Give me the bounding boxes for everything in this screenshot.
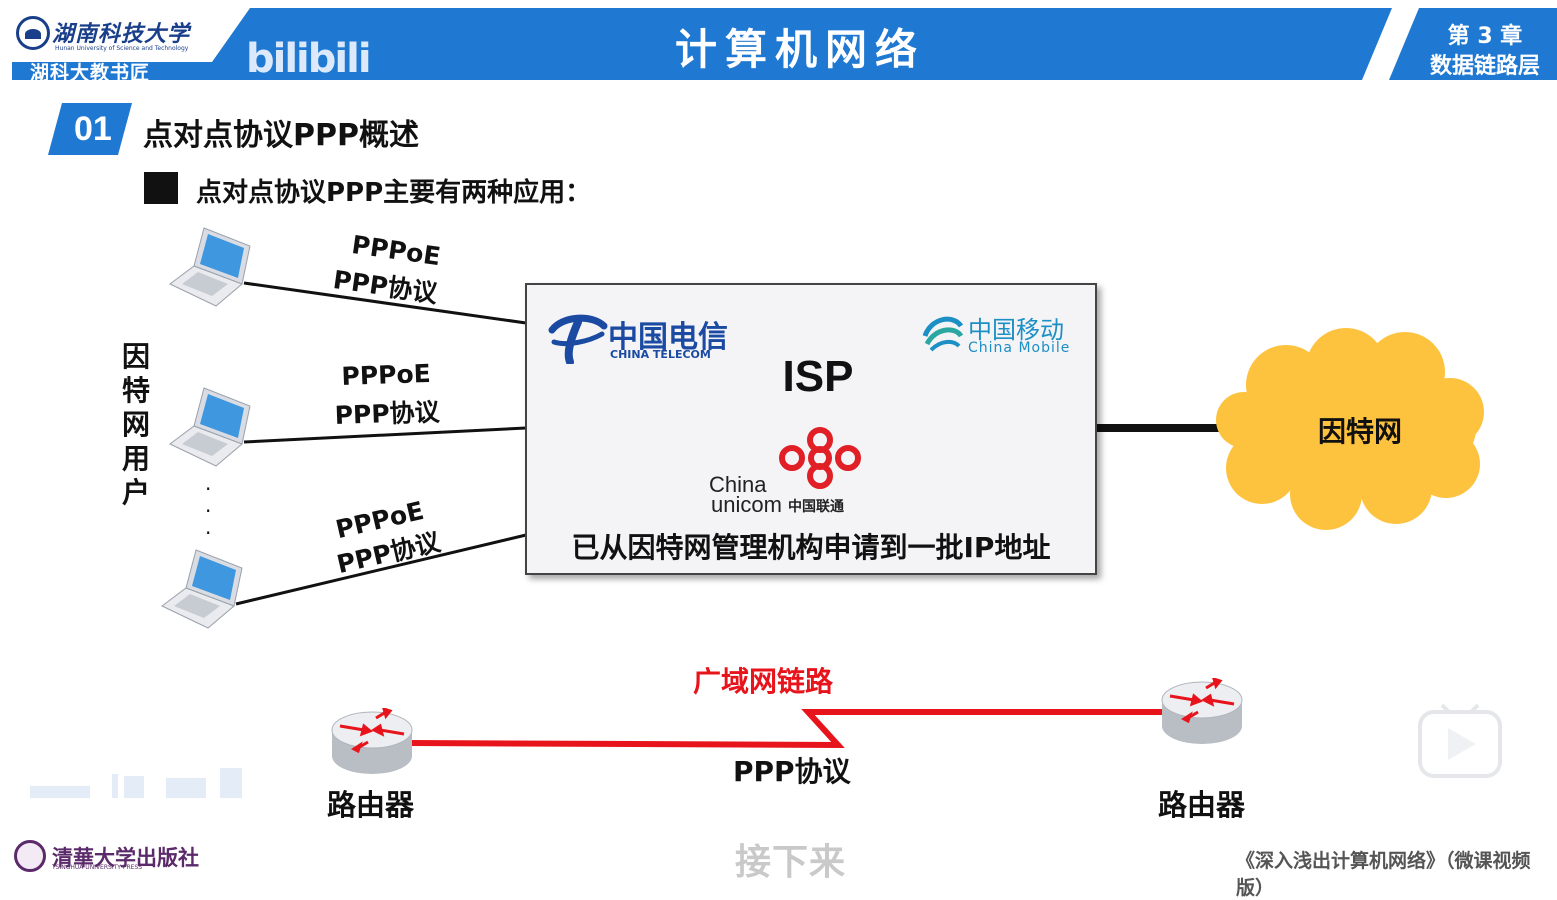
video-subtitle: 接下来 (735, 842, 847, 883)
internet-label: 因特网 (1317, 415, 1402, 448)
china-telecom-english: CHINA TELECOM (610, 348, 711, 361)
user-link-2 (243, 426, 527, 444)
bilibili-watermark: bilibili (246, 36, 372, 82)
china-mobile-english: China Mobile (968, 340, 1071, 356)
china-unicom-english-2: unicom (711, 492, 782, 517)
laptop-icon (161, 549, 243, 629)
laptop-icon (169, 227, 251, 307)
header-background (12, 8, 1557, 80)
china-telecom-name: 中国电信 (608, 320, 728, 355)
user-link-3 (235, 533, 527, 606)
router-icon (331, 708, 413, 774)
section-title: 点对点协议PPP概述 (143, 118, 419, 153)
more-users-ellipsis: · · · (205, 477, 212, 545)
ppp-protocol-label: PPP协议 (733, 755, 851, 788)
china-unicom-english-1: China (709, 472, 767, 497)
laptop-icon (169, 387, 251, 467)
faint-bars (30, 768, 242, 798)
isp-caption: 已从因特网管理机构申请到一批IP地址 (571, 531, 1051, 564)
internet-cloud-icon (1216, 328, 1484, 530)
chapter-number: 第 3 章 (1447, 24, 1523, 49)
university-english-name: Hunan University of Science and Technolo… (55, 45, 189, 52)
page-title: 计算机网络 (674, 25, 925, 74)
diagram-canvas (30, 281, 1502, 798)
publisher-english: TSINGHUA UNIVERSITY PRESS (52, 864, 143, 871)
header-bar (12, 8, 1557, 80)
bullet-square (144, 172, 178, 204)
china-mobile-logo-icon (922, 316, 964, 352)
wan-link (409, 709, 1164, 749)
wan-link-label: 广域网链路 (693, 665, 834, 698)
china-mobile-name: 中国移动 (968, 316, 1064, 344)
chapter-title: 数据链路层 (1429, 54, 1540, 79)
play-watermark-icon (1418, 703, 1502, 778)
internet-users-label: 因特网用户 (121, 340, 150, 509)
china-unicom-name: 中国联通 (788, 499, 844, 515)
section-number: 01 (74, 110, 112, 148)
publisher-name: 清華大学出版社 (52, 845, 199, 870)
isp-label: ISP (782, 352, 854, 401)
user-link-1 (243, 281, 527, 325)
china-telecom-logo-icon (548, 314, 608, 364)
router-icon (1161, 678, 1243, 744)
book-title: 《深入浅出计算机网络》（微课视频版） (1236, 850, 1531, 899)
publisher-logo-icon (14, 840, 46, 872)
isp-box (525, 283, 1097, 575)
section-number-badge (48, 103, 132, 155)
china-unicom-logo-icon (779, 427, 861, 489)
bullet-text: 点对点协议PPP主要有两种应用： (196, 178, 592, 208)
university-logo-icon (16, 16, 50, 50)
router-right-label: 路由器 (1158, 788, 1246, 822)
university-name: 湖南科技大学 (52, 21, 191, 47)
link-2-protocol-bottom: PPP协议 (334, 397, 441, 430)
router-left-label: 路由器 (327, 788, 415, 822)
uploader-overlay-text: 湖科大教书匠 (30, 62, 151, 84)
link-2-protocol-top: PPPoE (341, 358, 432, 391)
